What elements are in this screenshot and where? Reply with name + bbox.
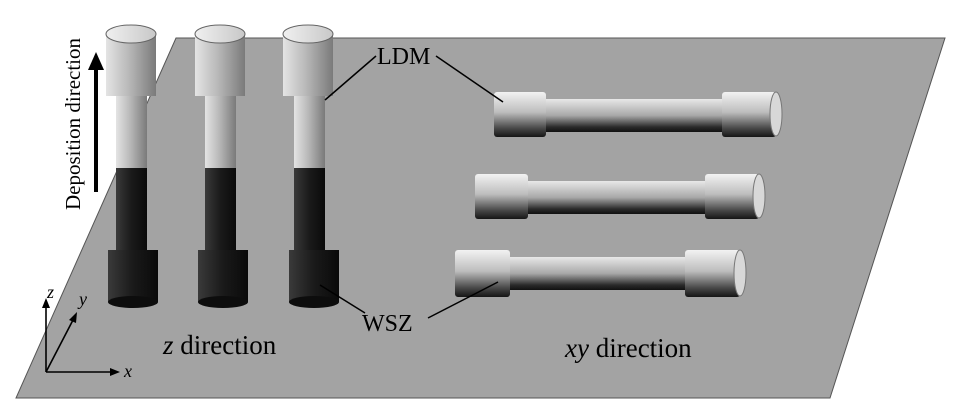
axis-x-label: x: [123, 361, 132, 381]
axis-z-label: z: [46, 282, 54, 302]
horizontal-specimen-2: [475, 173, 766, 219]
vertical-specimen-1: [105, 24, 158, 308]
wsz-leader-vertical: [319, 284, 366, 314]
deposition-direction-label: Deposition direction: [61, 37, 85, 210]
ldm-leader-vertical: [324, 55, 377, 101]
ldm-label: LDM: [377, 44, 430, 70]
horizontal-specimen-1: [494, 91, 783, 137]
wsz-leader-horizontal: [427, 281, 499, 319]
ldm-leader-horizontal: [435, 55, 504, 103]
vertical-specimen-2: [194, 24, 248, 308]
horizontal-specimen-3: [455, 249, 747, 297]
coordinate-axes: [42, 298, 120, 376]
vertical-specimen-3: [282, 24, 339, 308]
deposition-arrow: [88, 52, 104, 192]
wsz-label: WSZ: [362, 311, 413, 337]
xy-direction-label: xy direction: [564, 333, 692, 363]
axis-y-label: y: [77, 289, 87, 309]
z-direction-label: z direction: [162, 330, 277, 360]
